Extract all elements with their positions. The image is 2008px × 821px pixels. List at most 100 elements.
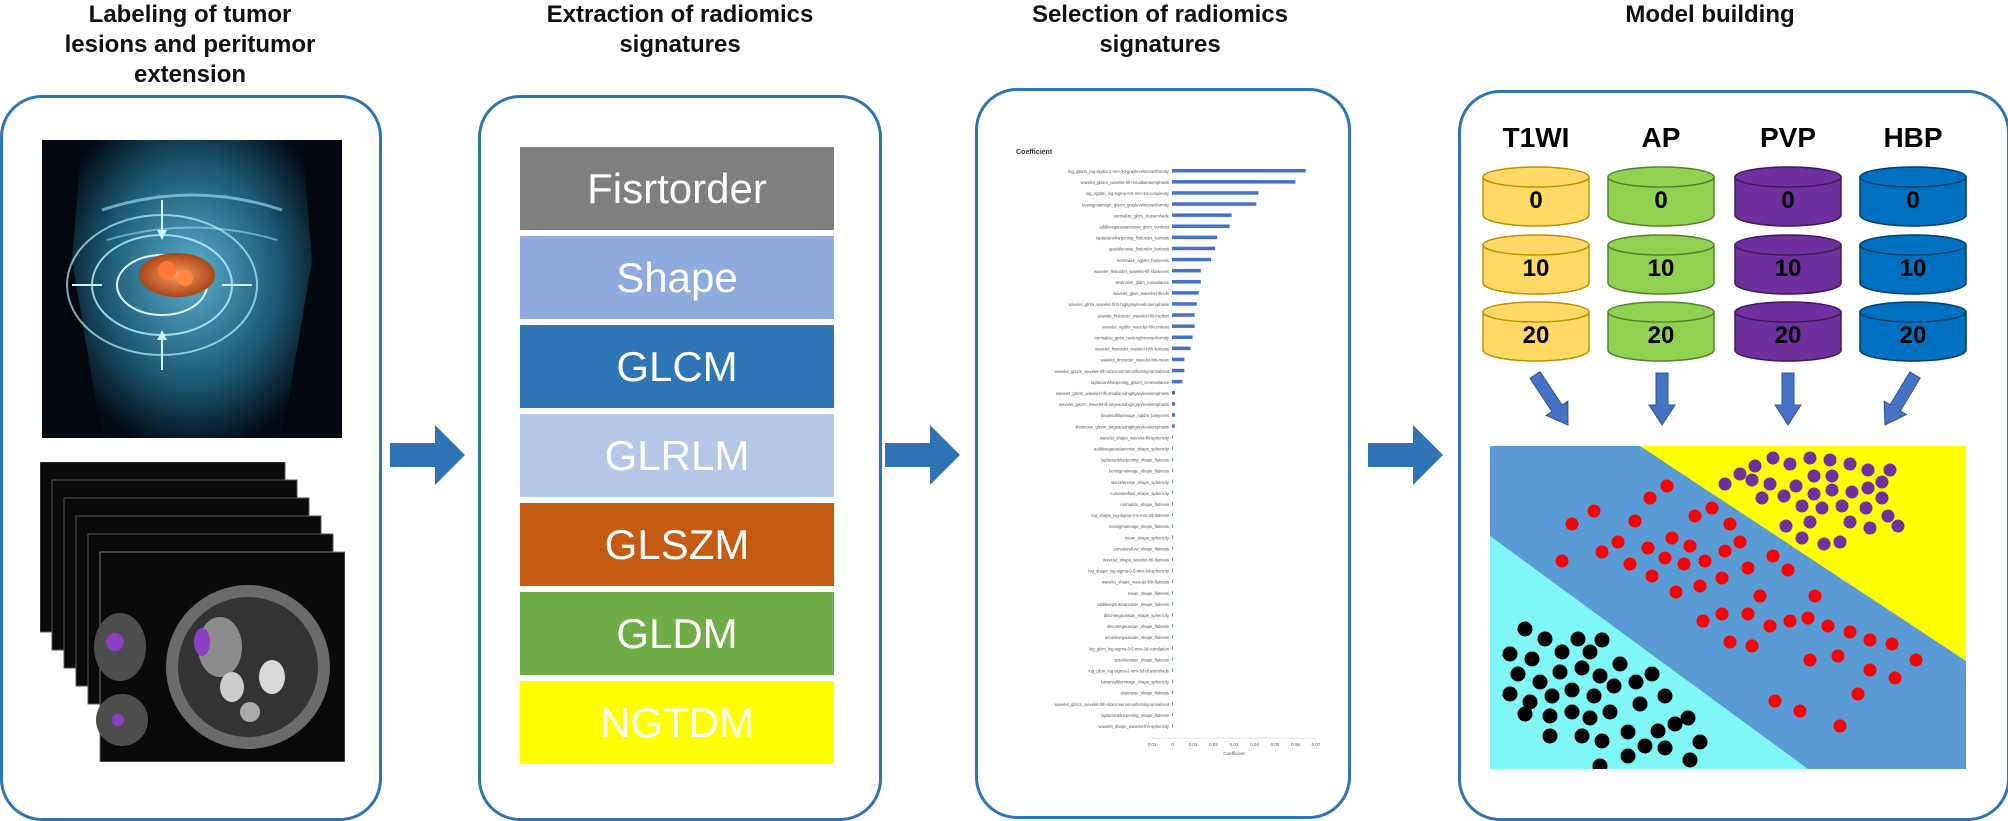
category-label: log_glcm_log-sigma-2-mm-3d-clustershade xyxy=(1088,669,1169,674)
scatter-point xyxy=(1793,704,1807,718)
category-label: boxsigmaimage_glszm_graylevelnonuniformi… xyxy=(1082,202,1170,207)
category-label: normalize_ngtdm_busyness xyxy=(1117,258,1169,263)
bar xyxy=(1172,402,1176,406)
scatter-point xyxy=(1696,614,1710,628)
category-label: wavelet_shape_wavelet-lhl-sphericity xyxy=(1100,435,1170,440)
panel-selection xyxy=(975,88,1351,819)
bar xyxy=(1172,701,1173,706)
scatter-point xyxy=(1667,716,1683,732)
category-label: wavelet_firstorder_wavelet-lhh-mean xyxy=(1101,358,1170,363)
scatter-point xyxy=(1808,589,1822,603)
arrow-right-icon xyxy=(885,425,960,485)
scatter-point xyxy=(1723,517,1737,531)
bar xyxy=(1172,646,1173,650)
category-label: wavelet_glrlm_wavelet-hhh-highgraylevelr… xyxy=(1068,302,1169,307)
level-label: 10 xyxy=(1648,255,1675,282)
scatter-point xyxy=(1574,660,1590,676)
bar xyxy=(1172,502,1173,506)
scatter-point xyxy=(1863,521,1877,535)
scatter-point xyxy=(1592,668,1608,684)
bar xyxy=(1172,557,1173,561)
scatter-point xyxy=(1723,635,1737,649)
scatter-point xyxy=(1582,710,1598,726)
scatter-point xyxy=(1510,666,1526,682)
bar xyxy=(1172,280,1201,284)
category-label: wavelet_glszm_wavelet-hlh-sizezonenonuni… xyxy=(1054,702,1169,707)
bar xyxy=(1172,202,1257,206)
level-label: 0 xyxy=(1529,187,1542,214)
scatter-point xyxy=(1517,706,1533,722)
bar xyxy=(1172,568,1173,573)
scatter-point xyxy=(1795,531,1809,545)
scatter-point xyxy=(1586,688,1602,704)
scatter-point xyxy=(1632,696,1648,712)
feature-box: GLSZM xyxy=(520,503,834,586)
x-tick-label: 0.01 xyxy=(1148,742,1157,747)
scatter-point xyxy=(1555,554,1569,568)
scatter-point xyxy=(1595,545,1609,559)
down-arrows xyxy=(1529,371,1921,426)
category-label: specklenoise_shape_flatness xyxy=(1114,657,1169,662)
scatter-point xyxy=(1657,688,1673,704)
category-label: additivegaussiannoise_shape_flatness xyxy=(1097,602,1169,607)
bar xyxy=(1172,601,1173,606)
scatter-point xyxy=(1755,491,1769,505)
scatter-point xyxy=(1909,653,1923,667)
category-label: wavelet_shape_wavelet-lhh-flatness xyxy=(1102,580,1169,585)
scatter-point xyxy=(1823,453,1837,467)
scatter-point xyxy=(1888,671,1902,685)
bar xyxy=(1172,169,1306,173)
category-label: wavelet_firstorder_wavelet-hhl-median xyxy=(1097,313,1169,318)
scatter-point xyxy=(1881,509,1895,523)
feature-box: GLRLM xyxy=(520,414,834,497)
category-label: curvatureflow_shape_sphericity xyxy=(1110,491,1170,496)
scatter-point xyxy=(1863,663,1877,677)
category-label: mean_shape_sphericity xyxy=(1125,535,1170,540)
category-label: normalize_glrlm_runlengthnonuniformity xyxy=(1095,336,1170,341)
level-label: 10 xyxy=(1775,255,1802,282)
scatter-point xyxy=(1766,549,1780,563)
level-label: 0 xyxy=(1781,187,1794,214)
scatter-point xyxy=(1863,633,1877,647)
scatter-point xyxy=(1657,740,1673,756)
scatter-point xyxy=(1753,589,1767,603)
mri-slice-stack xyxy=(40,462,345,762)
scatter-point xyxy=(1682,752,1698,768)
scatter-point xyxy=(1875,475,1889,489)
scatter-point xyxy=(1574,728,1590,744)
scatter-point xyxy=(1641,541,1655,555)
bar xyxy=(1172,490,1173,495)
database-cylinder-icon: 0 xyxy=(1734,166,1842,227)
scatter-point xyxy=(1643,491,1657,505)
scatter-point xyxy=(1650,723,1666,739)
bar xyxy=(1172,357,1185,362)
x-tick-label: 0.03 xyxy=(1230,742,1239,747)
bar xyxy=(1172,335,1193,339)
bar xyxy=(1172,613,1173,617)
scatter-point xyxy=(1582,644,1598,660)
scatter-point xyxy=(1825,469,1839,483)
database-cylinder-icon: 10 xyxy=(1482,234,1590,295)
scatter-point xyxy=(1542,708,1558,724)
scatter-point xyxy=(1795,499,1809,513)
scatter-point xyxy=(1606,678,1622,694)
x-tick-label: 0.04 xyxy=(1250,742,1259,747)
bar xyxy=(1172,379,1183,384)
scatter-point xyxy=(1564,682,1580,698)
bar xyxy=(1172,679,1173,684)
scatter-point xyxy=(1766,451,1780,465)
scatter-point xyxy=(1748,459,1762,473)
category-label: wavelet_glcm_wavelet-hlh-idn xyxy=(1113,291,1170,296)
category-label: shotnoise_shape_flatness xyxy=(1121,691,1169,696)
database-cylinder-icon: 0 xyxy=(1859,166,1967,227)
scatter-point xyxy=(1843,457,1857,471)
feature-box: GLCM xyxy=(520,325,834,408)
level-label: 10 xyxy=(1523,255,1550,282)
level-label: 20 xyxy=(1775,322,1802,349)
x-tick-label: 0.01 xyxy=(1189,742,1198,747)
bar xyxy=(1172,546,1173,550)
category-label: additivegaussiannoise_shape_sphericity xyxy=(1094,447,1170,452)
bar xyxy=(1172,413,1176,417)
database-cylinder-icon: 20 xyxy=(1607,301,1715,362)
arrow-right-icon xyxy=(1368,425,1443,485)
